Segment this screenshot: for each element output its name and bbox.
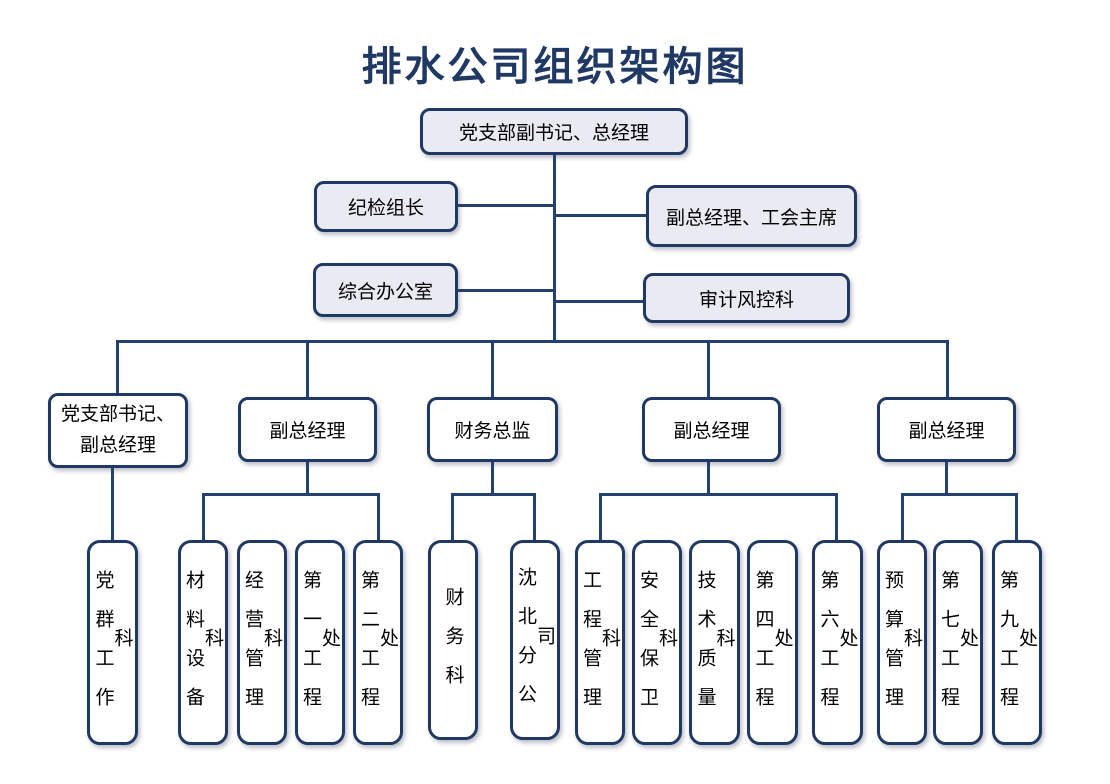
org-node-dept-technical-quality: 技术质量科 <box>689 540 740 745</box>
connector-trunk <box>553 155 556 343</box>
connector-group2-drop-left <box>202 493 205 540</box>
dept-label: 第九工程处 <box>997 569 1037 726</box>
connector-group4-drop-left <box>599 493 602 540</box>
dept-label: 预算管理科 <box>882 569 922 726</box>
org-node-dept-budget-management: 预算管理科 <box>877 540 927 745</box>
org-node-exec-finance-director: 财务总监 <box>427 397 558 462</box>
org-node-general-office: 综合办公室 <box>313 263 458 317</box>
dept-label: 第四工程处 <box>752 569 793 726</box>
connector-drop-exec-2 <box>306 340 309 397</box>
connector-group3-stem <box>491 462 494 496</box>
connector-group5-drop-left <box>901 493 904 540</box>
dept-label: 工程管理科 <box>580 569 620 726</box>
org-node-root: 党支部副书记、总经理 <box>420 108 688 155</box>
connector-drop-exec-3 <box>491 340 494 397</box>
connector-drop-exec-5 <box>946 340 949 397</box>
connector-executive-bus <box>116 340 949 343</box>
dept-label: 经营管理科 <box>242 569 282 726</box>
org-node-dept-safety-security: 安全保卫科 <box>632 540 682 745</box>
org-node-exec-deputy-gm-1: 副总经理 <box>238 397 377 462</box>
org-node-dept-engineering-office-1: 第一工程处 <box>295 540 345 745</box>
connector-group5-drop-right <box>1015 493 1018 540</box>
org-node-dept-engineering-office-4: 第四工程处 <box>747 540 798 745</box>
dept-label: 第六工程处 <box>817 569 858 726</box>
connector-group4-bar <box>599 493 838 496</box>
org-node-dept-shenbei-branch: 沈北分公司 <box>510 540 560 740</box>
dept-label: 技术质量科 <box>694 569 735 726</box>
org-node-deputy-gm-union-chairman: 副总经理、工会主席 <box>646 185 857 247</box>
org-node-dept-engineering-office-9: 第九工程处 <box>992 540 1042 745</box>
org-node-dept-engineering-office-7: 第七工程处 <box>933 540 983 745</box>
dept-label: 财务科 <box>442 586 464 704</box>
connector-staff-audit <box>556 300 643 303</box>
dept-label: 第一工程处 <box>300 569 340 726</box>
connector-group5-bar <box>901 493 1018 496</box>
connector-group2-stem <box>306 462 309 496</box>
connector-group1-drop <box>111 468 114 540</box>
connector-group3-drop-left <box>451 493 454 540</box>
org-node-dept-engineering-office-2: 第二工程处 <box>353 540 403 745</box>
org-node-dept-operations-management: 经营管理科 <box>237 540 287 745</box>
connector-drop-exec-4 <box>707 340 710 397</box>
org-node-exec-deputy-gm-2: 副总经理 <box>642 397 781 462</box>
connector-group2-drop-right <box>377 493 380 540</box>
connector-group3-drop-right <box>533 493 536 540</box>
connector-group3-bar <box>451 493 536 496</box>
dept-label: 第七工程处 <box>938 569 978 726</box>
org-node-dept-party-masses: 党群工作科 <box>87 540 138 745</box>
dept-label: 党群工作科 <box>92 569 133 726</box>
connector-group2-bar <box>202 493 380 496</box>
org-node-dept-engineering-office-6: 第六工程处 <box>812 540 863 745</box>
org-node-dept-materials-equipment: 材料设备科 <box>178 540 228 745</box>
connector-staff-discipline <box>457 204 555 207</box>
dept-label: 安全保卫科 <box>637 569 677 726</box>
dept-label: 第二工程处 <box>358 569 398 726</box>
org-node-exec-deputy-gm-3: 副总经理 <box>877 397 1016 462</box>
dept-label: 材料设备科 <box>183 569 223 726</box>
org-node-audit-risk-control: 审计风控科 <box>643 273 850 323</box>
org-node-dept-finance: 财务科 <box>428 540 478 740</box>
connector-group4-stem <box>707 462 710 496</box>
dept-label: 沈北分公司 <box>515 567 555 723</box>
org-node-dept-engineering-management: 工程管理科 <box>575 540 625 745</box>
connector-staff-office <box>457 289 555 292</box>
org-node-exec-party-secretary-deputy-gm: 党支部书记、 副总经理 <box>48 393 188 468</box>
connector-drop-exec-1 <box>116 340 119 393</box>
connector-group5-stem <box>945 462 948 496</box>
connector-staff-union <box>556 214 646 217</box>
chart-title: 排水公司组织架构图 <box>361 45 749 89</box>
connector-group4-drop-right <box>835 493 838 540</box>
org-node-discipline-inspection-leader: 纪检组长 <box>314 181 458 232</box>
